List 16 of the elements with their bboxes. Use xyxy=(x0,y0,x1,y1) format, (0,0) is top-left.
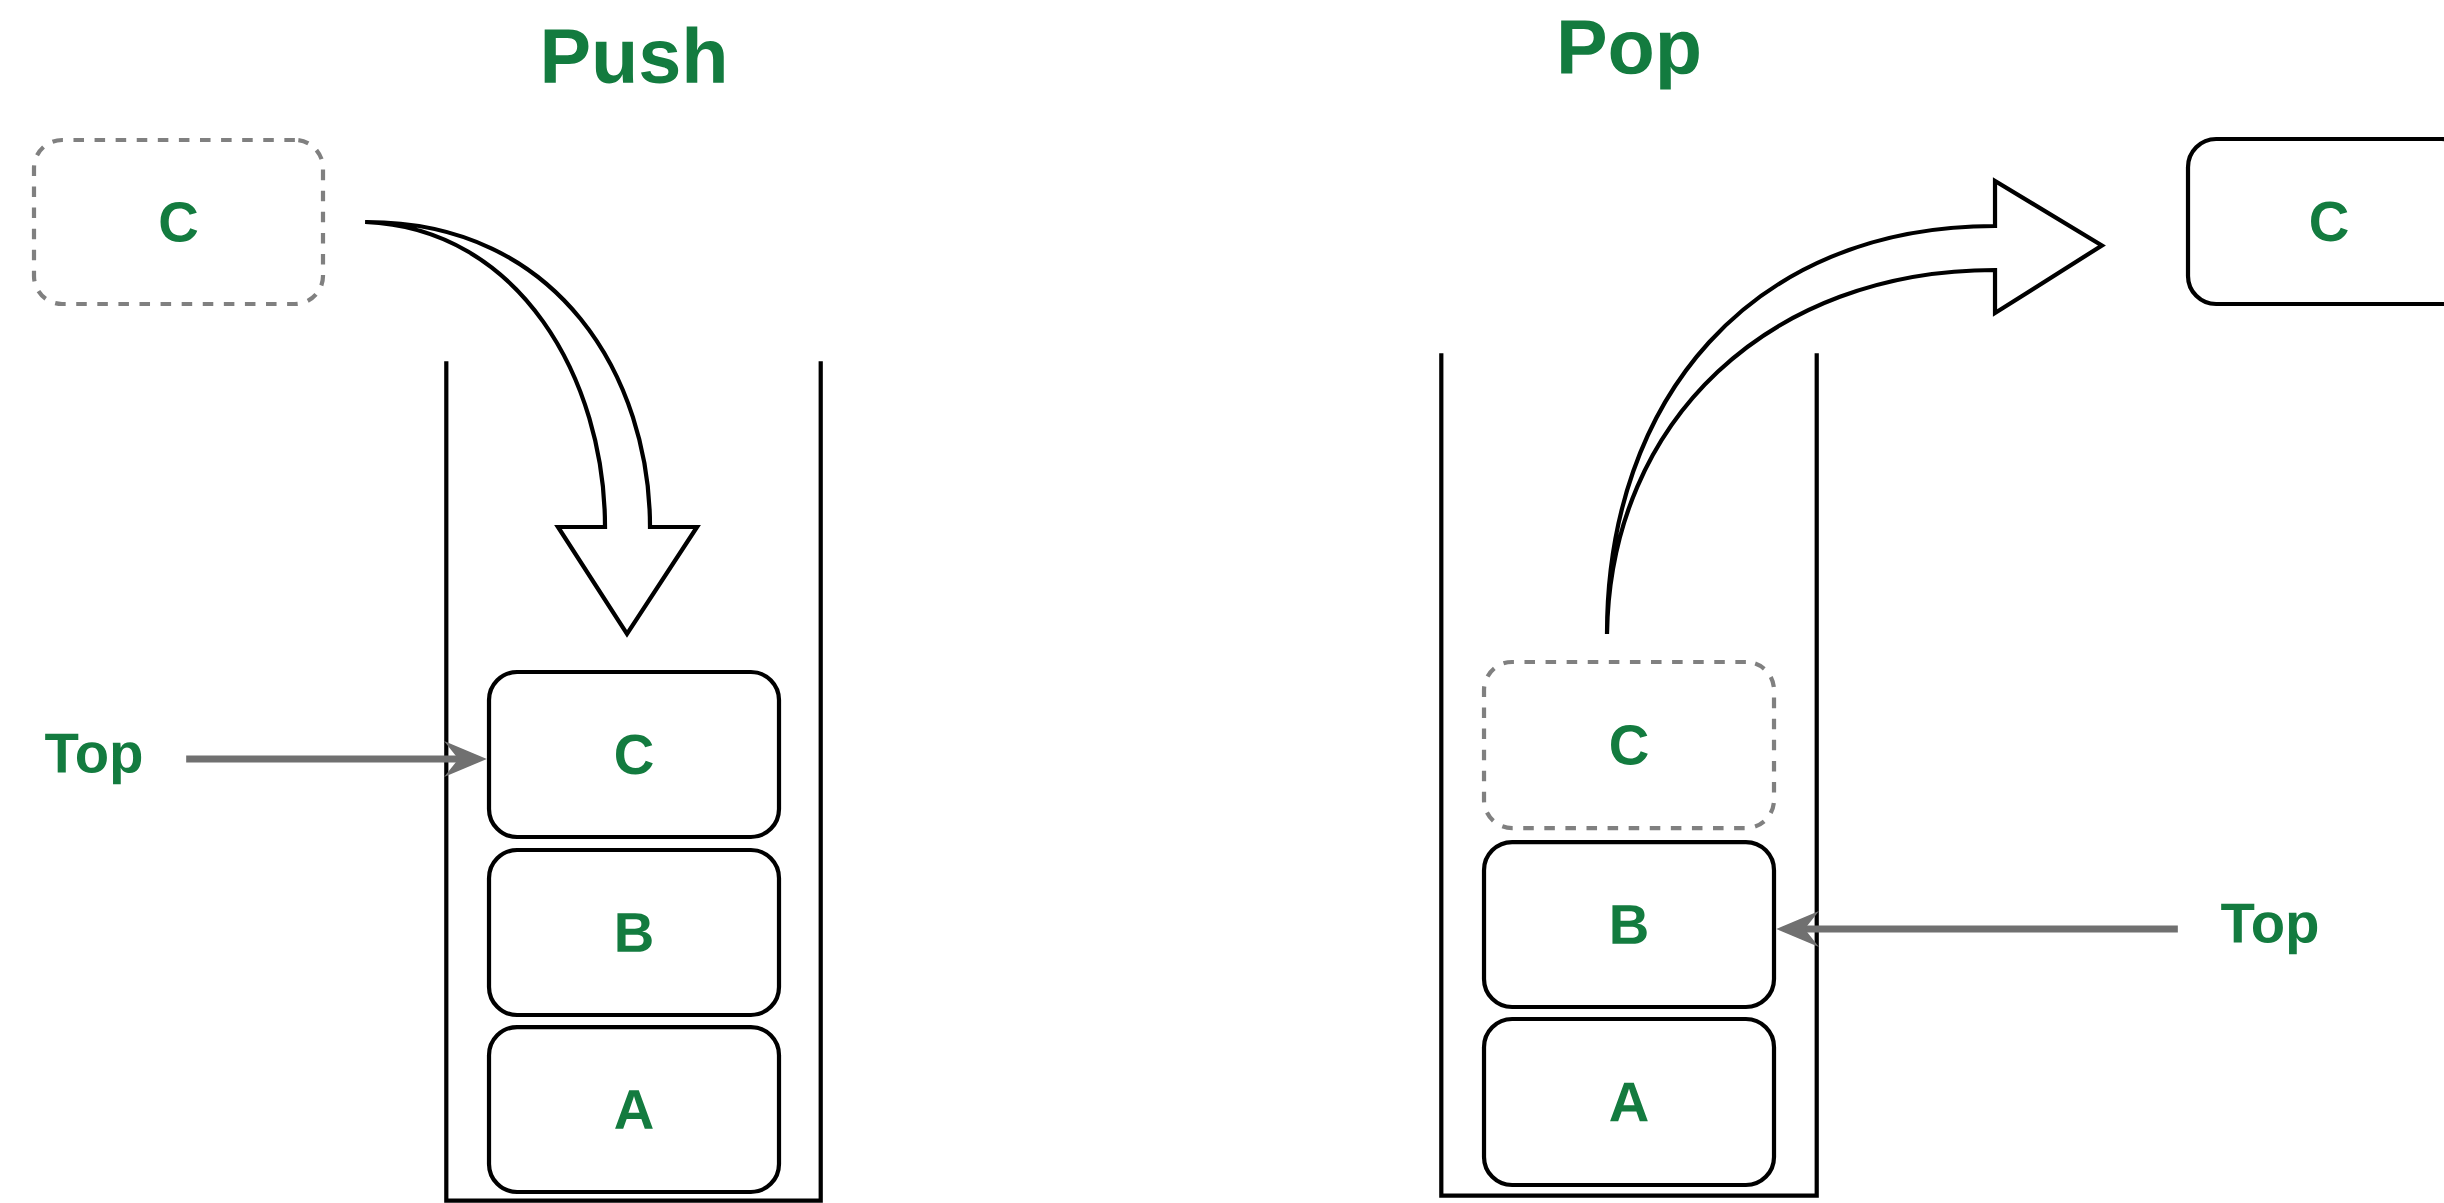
stack-item-box: C xyxy=(31,137,326,307)
stack-item-box: B xyxy=(1481,839,1777,1010)
stack-item-box: A xyxy=(486,1024,782,1195)
stack-container xyxy=(444,361,823,1203)
stack-item-box: C xyxy=(2185,136,2444,307)
heading: Pop xyxy=(1561,20,1699,90)
stack-container xyxy=(1439,353,1819,1198)
stack-item-box: C xyxy=(486,669,782,840)
top-label: Top xyxy=(2221,903,2318,955)
stack-item-box: B xyxy=(486,847,782,1018)
heading: Push xyxy=(544,26,724,84)
top-label: Top xyxy=(45,733,142,785)
block-arrow xyxy=(1604,178,2104,636)
stack-item-box: C xyxy=(1481,659,1777,831)
stack-item-box: A xyxy=(1481,1016,1777,1188)
block-arrow xyxy=(363,219,700,636)
